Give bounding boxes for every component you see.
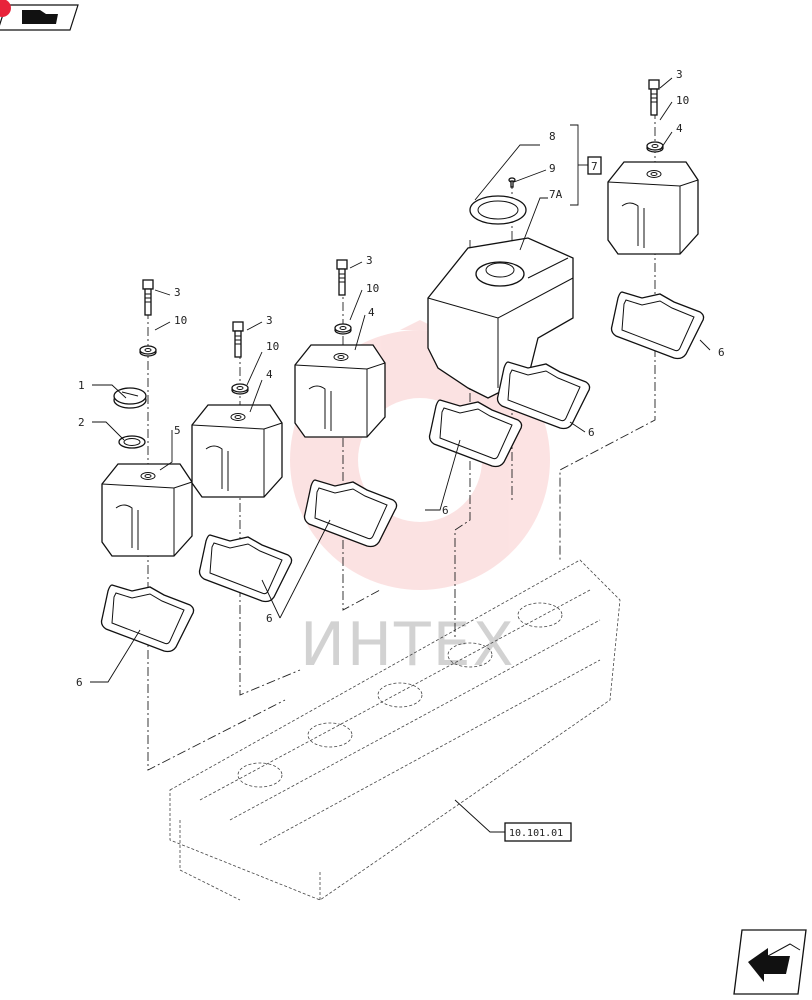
callout-6c: 6 bbox=[442, 504, 449, 517]
red-dot-icon bbox=[0, 0, 11, 17]
callout-3a: 3 bbox=[174, 286, 181, 299]
group-bracket bbox=[570, 124, 602, 206]
callout-10a: 10 bbox=[174, 314, 187, 327]
engine-head bbox=[169, 559, 621, 901]
callout-7a: 7A bbox=[549, 188, 563, 201]
callout-4c: 4 bbox=[676, 122, 683, 135]
callout-7: 7 bbox=[591, 160, 598, 173]
callout-3c: 3 bbox=[366, 254, 373, 267]
callout-3b: 3 bbox=[266, 314, 273, 327]
reference-link[interactable]: 10.101.01 bbox=[504, 822, 572, 842]
column-5 bbox=[607, 79, 705, 360]
callout-6b: 6 bbox=[266, 612, 273, 625]
column-3 bbox=[294, 259, 398, 548]
callout-9: 9 bbox=[549, 162, 556, 175]
column-2 bbox=[191, 321, 293, 603]
back-to-index-button[interactable] bbox=[0, 0, 79, 31]
valve-cover-1 bbox=[101, 463, 193, 557]
callout-10c: 10 bbox=[366, 282, 379, 295]
watermark-text: ИНТЕХ bbox=[300, 610, 516, 680]
callout-5: 5 bbox=[174, 424, 181, 437]
callout-labels: 1 2 3 10 5 3 10 4 3 10 4 3 10 4 8 9 7A 7… bbox=[76, 68, 725, 689]
oil-filler-cap bbox=[113, 387, 147, 409]
callout-8: 8 bbox=[549, 130, 556, 143]
callout-leaders bbox=[90, 77, 711, 833]
column-1 bbox=[100, 279, 195, 653]
o-ring bbox=[118, 435, 146, 449]
callout-10d: 10 bbox=[676, 94, 689, 107]
bolt-2 bbox=[232, 321, 244, 358]
callout-6a: 6 bbox=[76, 676, 83, 689]
bolt-1 bbox=[142, 279, 154, 316]
column-4 bbox=[427, 177, 591, 468]
valve-cover-3 bbox=[294, 344, 386, 438]
folder-back-icon bbox=[22, 10, 58, 24]
washer-1 bbox=[139, 345, 157, 357]
next-page-arrow-icon bbox=[748, 948, 790, 982]
reference-label: 10.101.01 bbox=[509, 828, 563, 839]
valve-cover-2 bbox=[191, 404, 283, 498]
washer-2 bbox=[231, 383, 249, 395]
group-7-box bbox=[587, 156, 602, 175]
callout-3d: 3 bbox=[676, 68, 683, 81]
washer-5 bbox=[646, 141, 664, 153]
gasket-2 bbox=[198, 534, 293, 603]
callout-10b: 10 bbox=[266, 340, 279, 353]
gasket-6 bbox=[610, 291, 705, 360]
breather-housing bbox=[427, 237, 574, 399]
valve-cover-5 bbox=[607, 161, 699, 255]
breather-screw bbox=[508, 177, 516, 188]
bolt-5 bbox=[648, 79, 660, 116]
breather-seal bbox=[469, 195, 527, 225]
callout-6d: 6 bbox=[588, 426, 595, 439]
callout-4b: 4 bbox=[368, 306, 375, 319]
gasket-1 bbox=[100, 584, 195, 653]
callout-2: 2 bbox=[78, 416, 85, 429]
callout-6e: 6 bbox=[718, 346, 725, 359]
callout-1: 1 bbox=[78, 379, 85, 392]
bolt-3 bbox=[336, 259, 348, 296]
callout-4a: 4 bbox=[266, 368, 273, 381]
washer-3 bbox=[334, 323, 352, 335]
next-page-button[interactable] bbox=[733, 929, 807, 995]
